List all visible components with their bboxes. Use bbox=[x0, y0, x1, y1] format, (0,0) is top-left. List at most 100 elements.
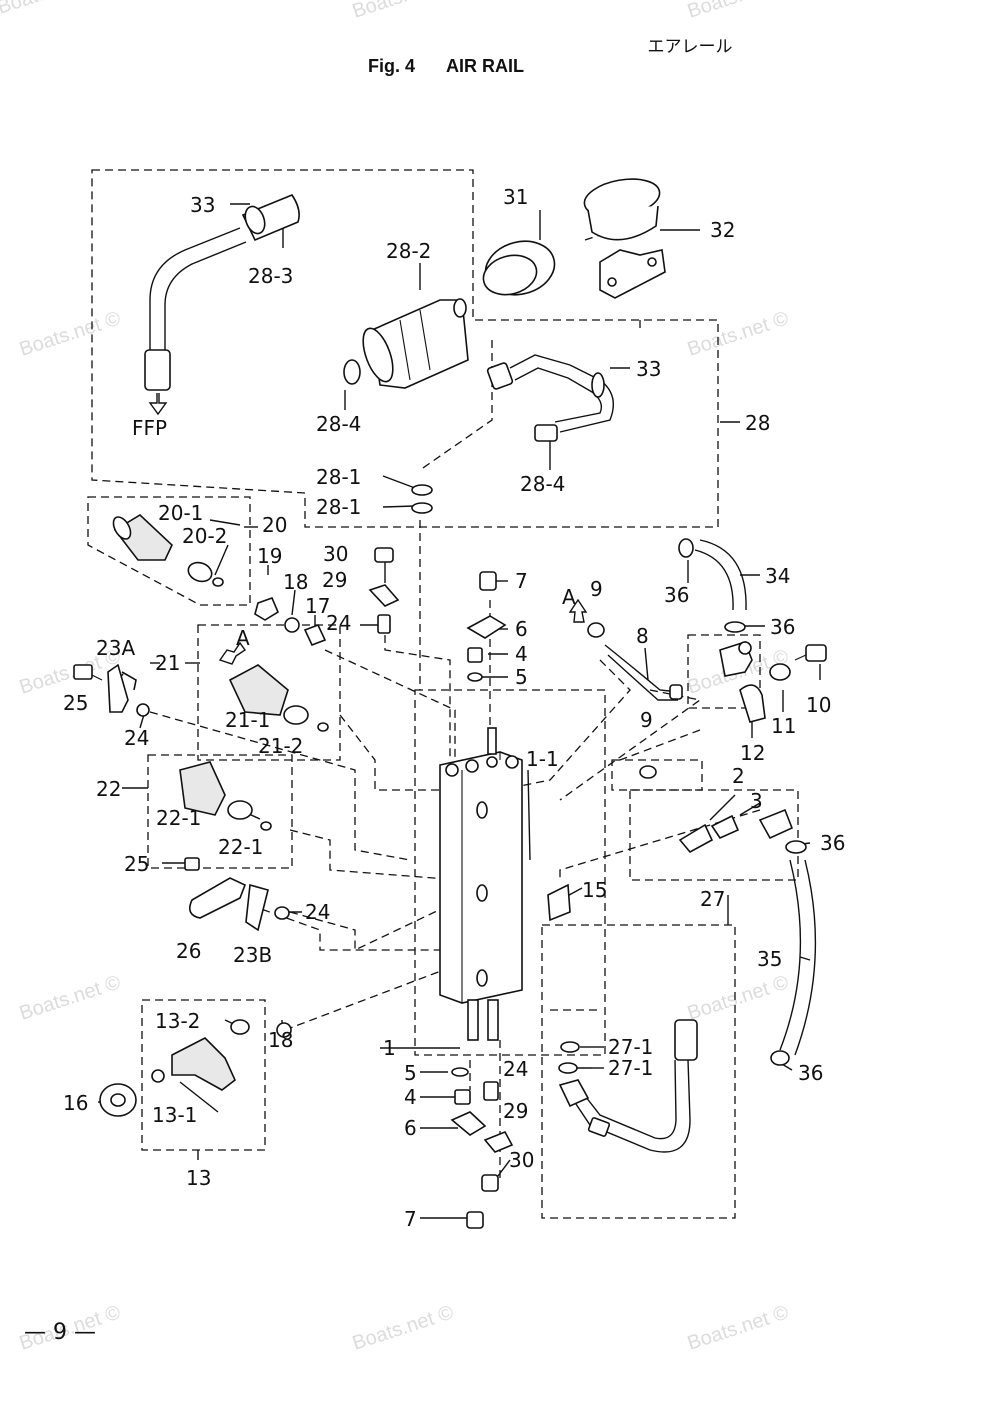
clamp-36 bbox=[678, 538, 694, 558]
callout-20-2: 20-2 bbox=[182, 524, 227, 548]
callout-23a: 23A bbox=[96, 636, 135, 660]
callout-33: 33 bbox=[190, 193, 215, 217]
collar-18 bbox=[276, 1022, 292, 1038]
callout-25: 25 bbox=[63, 691, 88, 715]
fitting-3 bbox=[758, 808, 794, 840]
hose-28 bbox=[486, 354, 614, 442]
hose-35 bbox=[770, 840, 817, 1066]
callout-12: 12 bbox=[740, 741, 765, 765]
callout-26: 26 bbox=[176, 939, 201, 963]
callout-30: 30 bbox=[323, 542, 348, 566]
callout-22-1: 22-1 bbox=[156, 806, 201, 830]
callout-18: 18 bbox=[268, 1028, 293, 1052]
callout-36: 36 bbox=[770, 615, 795, 639]
callout-6: 6 bbox=[515, 617, 528, 641]
callout-16: 16 bbox=[63, 1091, 88, 1115]
filter-28-2 bbox=[343, 298, 469, 389]
callout-ticks bbox=[150, 526, 604, 1069]
watermark-text: Boats.net © bbox=[17, 307, 124, 360]
callout-28-4: 28-4 bbox=[520, 472, 565, 496]
bracket-23a bbox=[73, 663, 150, 717]
callout-27-1: 27-1 bbox=[608, 1035, 653, 1059]
terminal-12 bbox=[739, 684, 766, 723]
clamp-33 bbox=[244, 205, 266, 235]
watermark-text: Boats.net © bbox=[685, 0, 792, 23]
ffp-arrow-icon bbox=[148, 393, 168, 416]
callout-35: 35 bbox=[757, 947, 782, 971]
callout-1: 1 bbox=[383, 1036, 396, 1060]
collar-24 bbox=[136, 703, 150, 717]
group-box-9 bbox=[611, 759, 703, 791]
view-arrow-icon bbox=[218, 641, 246, 665]
callout-31: 31 bbox=[503, 185, 528, 209]
watermark-text: Boats.net © bbox=[350, 0, 457, 23]
nut-19 bbox=[254, 596, 280, 621]
clamp-36 bbox=[785, 840, 807, 854]
callout-33: 33 bbox=[636, 357, 661, 381]
callout-28-4: 28-4 bbox=[316, 412, 361, 436]
group-box-13 bbox=[141, 999, 266, 1151]
nut-3 bbox=[710, 814, 740, 840]
callout-10: 10 bbox=[806, 693, 831, 717]
callout-21-1: 21-1 bbox=[225, 708, 270, 732]
watermark-text: Boats.net © bbox=[350, 1301, 457, 1354]
group-box-27 bbox=[541, 924, 736, 1219]
callout-36: 36 bbox=[820, 831, 845, 855]
hose-28-3 bbox=[144, 194, 300, 391]
watermark-text: Boats.net © bbox=[685, 1301, 792, 1354]
callout-24: 24 bbox=[305, 900, 330, 924]
callout-11: 11 bbox=[771, 714, 796, 738]
washer-28-1 bbox=[411, 484, 433, 514]
watermark-text: Boats.net © bbox=[685, 307, 792, 360]
callout-30: 30 bbox=[509, 1148, 534, 1172]
group-box-20 bbox=[87, 496, 251, 606]
group-box-2-3 bbox=[629, 789, 799, 881]
title-japanese: エアレール bbox=[647, 37, 733, 57]
callout-28-1: 28-1 bbox=[316, 495, 361, 519]
collar-24 bbox=[274, 906, 290, 920]
callout-27-1: 27-1 bbox=[608, 1056, 653, 1080]
callout-27: 27 bbox=[700, 887, 725, 911]
bolt-17 bbox=[303, 623, 327, 647]
callout-9: 9 bbox=[590, 577, 603, 601]
top-plug-stack bbox=[466, 571, 507, 682]
callout-13-2: 13-2 bbox=[155, 1009, 200, 1033]
bracket-23b bbox=[245, 883, 269, 932]
callout-7: 7 bbox=[404, 1207, 417, 1231]
group-box-22 bbox=[147, 754, 293, 869]
clamp-26 bbox=[184, 857, 290, 932]
callout-2: 2 bbox=[732, 764, 745, 788]
callout-36: 36 bbox=[664, 583, 689, 607]
hose-27 bbox=[558, 1019, 698, 1153]
connection-lines bbox=[149, 234, 761, 1180]
callout-7: 7 bbox=[515, 569, 528, 593]
callout-32: 32 bbox=[710, 218, 735, 242]
sensor-21 bbox=[218, 641, 329, 732]
sensor-13 bbox=[99, 1019, 292, 1117]
washer-27-1 bbox=[560, 1041, 580, 1053]
callout-labels: 33 28-3 28-2 28-4 FFP 31 32 33 28 28-4 2… bbox=[63, 185, 845, 1231]
leader-lines bbox=[98, 203, 821, 1219]
clip-28-4 bbox=[343, 359, 361, 385]
watermark-text: Boats.net © bbox=[0, 0, 101, 19]
hose-fitting bbox=[144, 349, 171, 391]
callout-20-1: 20-1 bbox=[158, 501, 203, 525]
callout-13: 13 bbox=[186, 1166, 211, 1190]
bolt-10 bbox=[805, 644, 827, 662]
ring-31 bbox=[482, 240, 556, 296]
callout-34: 34 bbox=[765, 564, 790, 588]
callout-5: 5 bbox=[404, 1061, 417, 1085]
callout-28-2: 28-2 bbox=[386, 239, 431, 263]
clamp-36 bbox=[770, 1050, 790, 1066]
callout-28-3: 28-3 bbox=[248, 264, 293, 288]
washer-11 bbox=[769, 663, 791, 681]
hose-8 bbox=[568, 598, 683, 701]
bracket-29 bbox=[368, 584, 400, 607]
callout-18: 18 bbox=[283, 570, 308, 594]
callout-9: 9 bbox=[640, 708, 653, 732]
figure-title: AIR RAIL bbox=[446, 56, 524, 76]
bottom-plug-stack bbox=[450, 1067, 514, 1229]
callout-8: 8 bbox=[636, 624, 649, 648]
callout-19: 19 bbox=[257, 544, 282, 568]
